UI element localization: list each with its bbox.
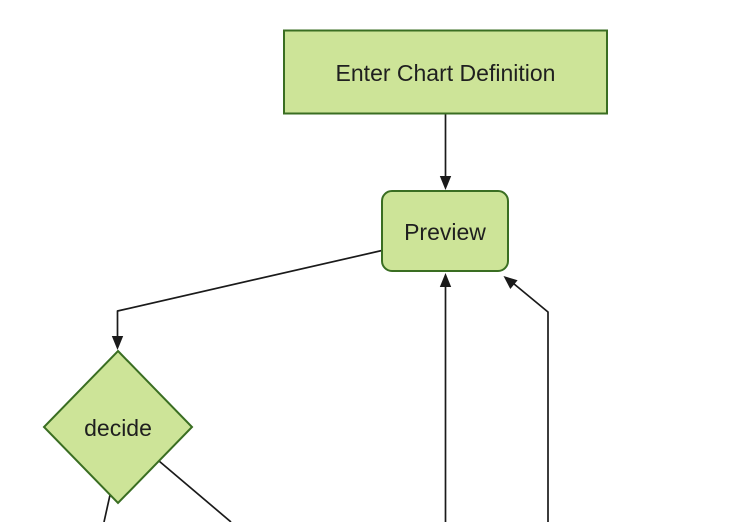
edge-enter-to-preview xyxy=(439,114,452,190)
node-label: Enter Chart Definition xyxy=(336,60,556,86)
rounded-rectangle-shape xyxy=(381,190,509,272)
node-label: decide xyxy=(84,415,152,441)
rectangle-shape xyxy=(283,29,608,115)
node-preview: Preview xyxy=(381,190,509,272)
arrowhead-up-left-icon xyxy=(503,276,518,289)
node-enter-chart-definition: Enter Chart Definition xyxy=(283,29,608,115)
diamond-shape xyxy=(42,349,194,505)
edge-line xyxy=(512,282,549,522)
edge-preview-to-decide xyxy=(111,249,383,350)
node-decide: decide xyxy=(42,349,194,505)
arrowhead-down-icon xyxy=(111,336,124,350)
edge-line xyxy=(158,460,232,522)
arrowhead-down-icon xyxy=(439,176,452,190)
edge-bottom-to-preview xyxy=(439,273,452,522)
edge-line xyxy=(103,494,111,522)
edge-decide-to-offscreen-left xyxy=(103,494,111,522)
arrowhead-up-icon xyxy=(439,273,452,287)
edge-bottom-right-to-preview xyxy=(503,276,549,522)
node-label: Preview xyxy=(404,219,486,245)
edge-decide-to-offscreen-right xyxy=(158,460,232,522)
edge-line xyxy=(116,249,383,337)
